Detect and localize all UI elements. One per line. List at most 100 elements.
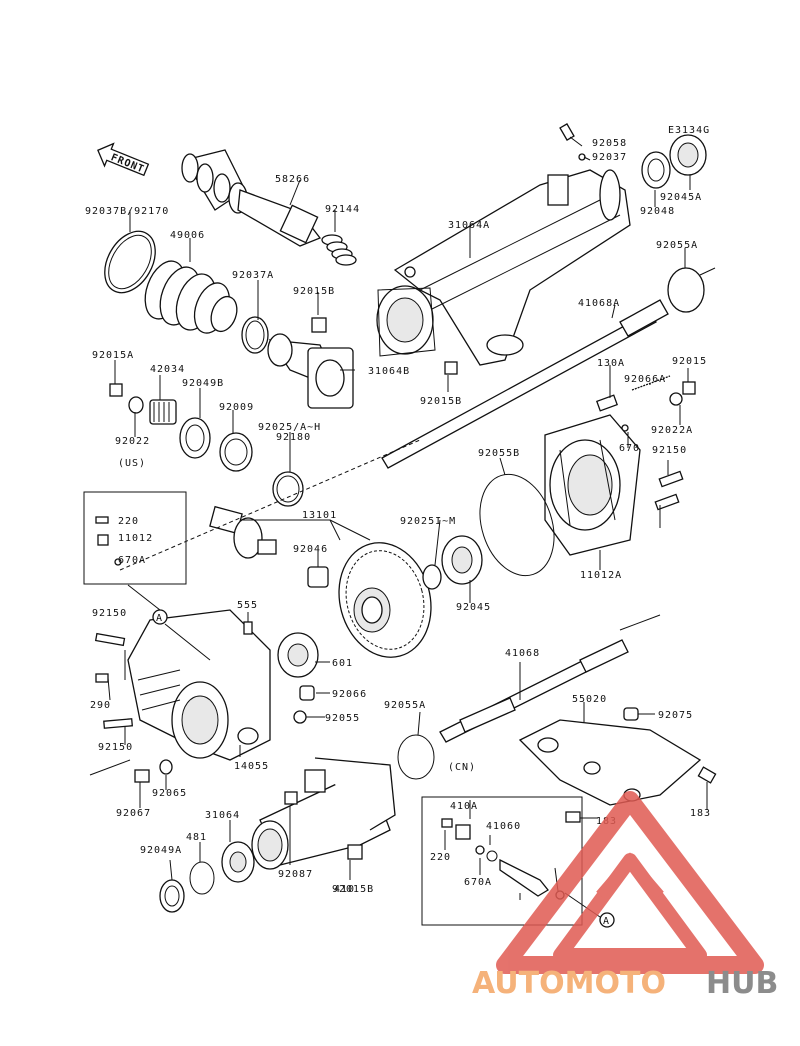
- part-label-10: 31064A: [448, 220, 490, 231]
- part-label-8: 92048: [640, 206, 675, 217]
- part-label-35: 11012A: [580, 570, 622, 581]
- part-label-27: 92055B: [478, 448, 520, 459]
- part-label-2: 92037B/92170: [85, 206, 169, 217]
- nut-92015b-4: [347, 844, 363, 860]
- front-arrow-icon: FRONT: [97, 142, 150, 177]
- ref-marker-a-2: [599, 912, 615, 928]
- part-label-dup-5: 220: [430, 852, 451, 863]
- part-label-20: 92180: [276, 432, 311, 443]
- part-label-21: 130A: [597, 358, 625, 369]
- part-label-28: 220: [118, 516, 139, 527]
- watermark-text-hub: HUB: [706, 966, 778, 1001]
- stud-92150-b: [103, 718, 133, 729]
- part-label-14: 42034: [150, 364, 185, 375]
- part-label-29: 11012: [118, 533, 153, 544]
- part-label-47: 183: [690, 808, 711, 819]
- nut-92015b-2: [444, 361, 458, 375]
- oring-92055b: [479, 473, 555, 577]
- part-label-16: 92009: [219, 402, 254, 413]
- region-label-cn: (CN): [448, 762, 476, 773]
- drive-shaft-boot: [181, 149, 322, 247]
- ref-marker-a-1-label: A: [156, 613, 163, 624]
- part-label-25: 670: [619, 443, 640, 454]
- bolt-130a: [595, 394, 619, 412]
- plug-290: [95, 673, 109, 683]
- part-label-46: 92075: [658, 710, 693, 721]
- part-label-5: 92015B: [293, 286, 335, 297]
- part-label-31: 13101: [302, 510, 337, 521]
- part-label-52: 410: [334, 884, 355, 895]
- pin-555: [243, 621, 253, 635]
- watermark-logo: [496, 791, 764, 974]
- part-label-53: 410A: [450, 801, 478, 812]
- part-label-37: 601: [332, 658, 353, 669]
- part-label-6: 92058: [592, 138, 627, 149]
- part-label-34: 92045: [456, 602, 491, 613]
- bolt-183-a: [697, 766, 717, 784]
- stud-92066a: [631, 375, 671, 391]
- leader-lines: [107, 136, 708, 900]
- ring-gear-13101: [338, 542, 432, 658]
- part-label-44: 41068: [505, 648, 540, 659]
- part-label-54: 41060: [486, 821, 521, 832]
- nut-92015b: [311, 317, 327, 333]
- ref-marker-a-2-label: A: [603, 916, 610, 927]
- axle-41068: [439, 639, 629, 743]
- part-label-51: 92087: [278, 869, 313, 880]
- seal-92049b: [179, 417, 211, 459]
- part-label-50: 31064: [205, 810, 240, 821]
- part-label-24: 92022A: [651, 425, 693, 436]
- part-label-23: 92066A: [624, 374, 666, 385]
- circlip-481: [189, 861, 215, 895]
- part-label-dup-2: 92150: [92, 608, 127, 619]
- oring-92055: [293, 710, 307, 724]
- part-label-38: 92066: [332, 689, 367, 700]
- part-label-39: 92055: [325, 713, 360, 724]
- gear-case-14055: [127, 609, 271, 761]
- nut-92015b-3: [284, 791, 298, 805]
- axle-housing-31064a: [376, 169, 631, 366]
- spring-92144: [321, 234, 357, 266]
- bearing-92045a: [669, 134, 707, 176]
- washer-92022a: [669, 392, 683, 406]
- part-label-36: 555: [237, 600, 258, 611]
- part-labels: 582669214492037B/921704900692037A92015B9…: [85, 138, 711, 895]
- bolt-130: [654, 493, 680, 511]
- nut-92015a: [109, 383, 123, 397]
- part-label-12: 41068A: [578, 298, 620, 309]
- oring-92055a-2: [397, 734, 435, 780]
- shim-92180: [272, 471, 304, 507]
- washer-92022: [128, 396, 144, 414]
- part-label-dup-1: 92015B: [332, 884, 374, 895]
- skid-plate-55020: [518, 719, 702, 806]
- seal-92049a: [159, 879, 185, 913]
- part-label-18: 92022: [115, 436, 150, 447]
- bearing-92045: [441, 535, 483, 585]
- part-label-9: 92045A: [660, 192, 702, 203]
- boot-49006: [144, 260, 238, 334]
- part-label-22: 92015: [672, 356, 707, 367]
- part-label-15: 92049B: [182, 378, 224, 389]
- part-label-49: 481: [186, 832, 207, 843]
- bearing-92045a-2: [221, 841, 255, 883]
- watermark-text-automoto: AUTOMOTO: [472, 966, 666, 1001]
- clamp-92037b: [104, 230, 156, 294]
- plug-92075: [623, 707, 639, 721]
- bearing-92046: [307, 566, 329, 588]
- part-label-11: 92055A: [656, 240, 698, 251]
- part-label-dup-7: 92055A: [384, 700, 426, 711]
- part-label-40: 290: [90, 700, 111, 711]
- us-variant-box: [83, 491, 187, 585]
- part-label-26: 92150: [652, 445, 687, 456]
- part-label-13: 92015A: [92, 350, 134, 361]
- bolt-183-b: [565, 811, 581, 823]
- region-label-us: (US): [118, 458, 146, 469]
- stud-92150: [658, 470, 684, 488]
- part-label-1: 92144: [325, 204, 360, 215]
- nut-92015: [682, 381, 696, 395]
- axle-tube-31064: [251, 757, 396, 870]
- shim-92025: [422, 564, 442, 590]
- washer-92065: [159, 759, 173, 775]
